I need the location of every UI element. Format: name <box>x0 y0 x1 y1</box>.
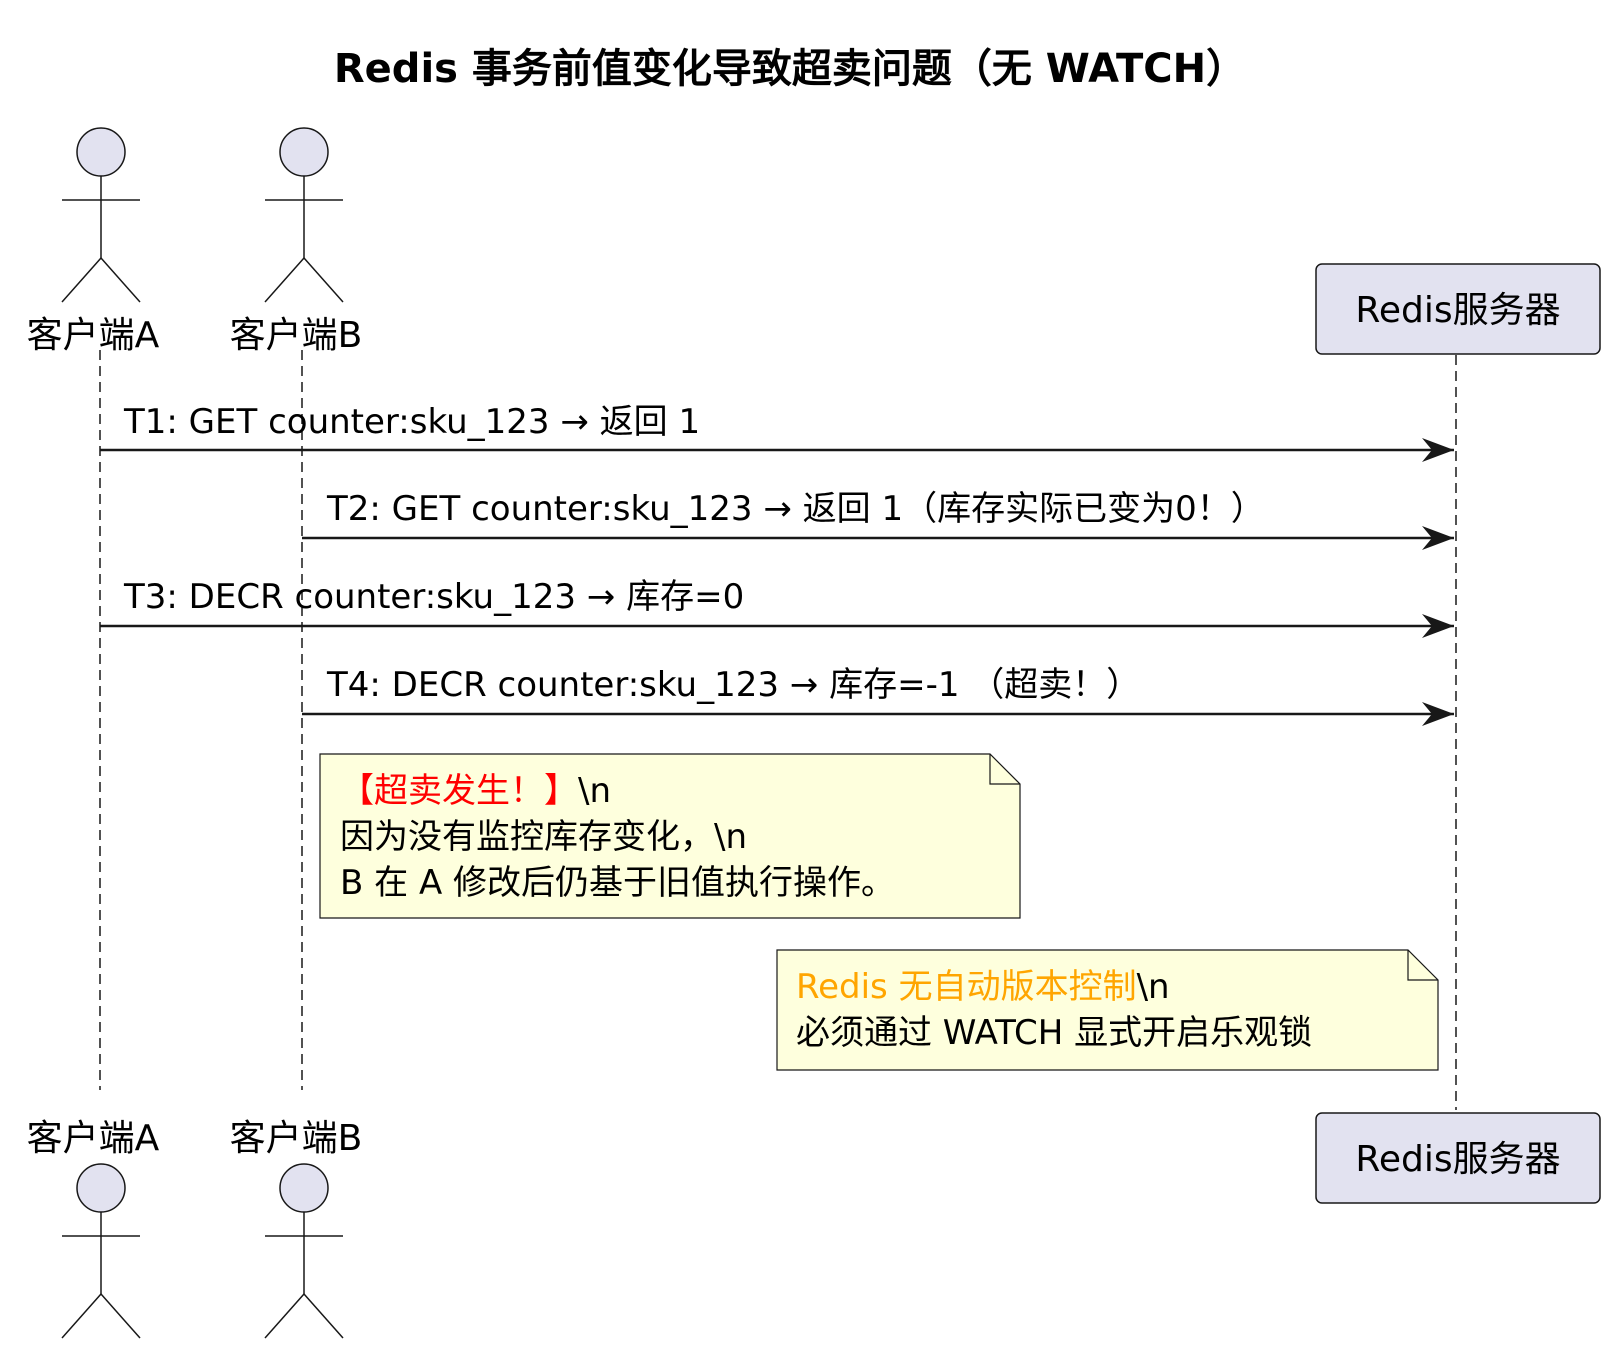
message-label: T2: GET counter:sku_123 → 返回 1（库存实际已变为0！… <box>326 489 1265 529</box>
note-watch: Redis 无自动版本控制\n 必须通过 WATCH 显式开启乐观锁 <box>776 949 1439 1071</box>
actor-client-b-bottom: 客户端B <box>230 1118 363 1339</box>
message-t4: T4: DECR counter:sku_123 → 库存=-1 （超卖！） <box>302 665 1454 726</box>
note-box <box>776 949 1439 1071</box>
stick-figure-icon <box>264 127 344 303</box>
note-line-1: Redis 无自动版本控制\n <box>796 967 1170 1007</box>
message-label: T3: DECR counter:sku_123 → 库存=0 <box>123 577 744 617</box>
message-t3: T3: DECR counter:sku_123 → 库存=0 <box>100 577 1454 638</box>
participant-label-redis: Redis服务器 <box>1355 1139 1560 1180</box>
stick-figure-icon <box>264 1163 344 1339</box>
stick-figure-icon <box>61 127 141 303</box>
diagram-title: Redis 事务前值变化导致超卖问题（无 WATCH） <box>334 46 1246 92</box>
note-fold <box>989 754 1020 785</box>
note-line-2: 必须通过 WATCH 显式开启乐观锁 <box>796 1013 1312 1053</box>
lifelines <box>99 350 1457 1110</box>
actor-client-a-bottom: 客户端A <box>27 1118 160 1339</box>
message-label: T4: DECR counter:sku_123 → 库存=-1 （超卖！） <box>326 665 1140 705</box>
actor-client-a-top: 客户端A <box>27 127 160 356</box>
message-t2: T2: GET counter:sku_123 → 返回 1（库存实际已变为0！… <box>302 489 1454 550</box>
participant-box <box>1315 1112 1601 1204</box>
actor-label-client-b: 客户端B <box>230 315 363 356</box>
note-line-1: 【超卖发生！】\n <box>340 771 611 811</box>
actor-label-client-a: 客户端A <box>27 1118 160 1159</box>
note-oversell: 【超卖发生！】\n 因为没有监控库存变化，\n B 在 A 修改后仍基于旧值执行… <box>319 753 1021 919</box>
message-label: T1: GET counter:sku_123 → 返回 1 <box>123 402 700 442</box>
note-fold <box>1407 950 1438 981</box>
note-line-1-tail: \n <box>578 771 611 811</box>
note-highlight: 【超卖发生！】 <box>340 771 578 811</box>
note-box <box>319 753 1021 919</box>
stick-figure-icon <box>61 1163 141 1339</box>
actor-label-client-a: 客户端A <box>27 315 160 356</box>
note-line-1-tail: \n <box>1137 967 1170 1007</box>
participant-label-redis: Redis服务器 <box>1355 290 1560 331</box>
participant-redis-top: Redis服务器 <box>1315 263 1601 355</box>
message-t1: T1: GET counter:sku_123 → 返回 1 <box>100 402 1454 462</box>
note-highlight: Redis 无自动版本控制 <box>796 967 1137 1007</box>
participant-box <box>1315 263 1601 355</box>
actor-label-client-b: 客户端B <box>230 1118 363 1159</box>
actor-client-b-top: 客户端B <box>230 127 363 356</box>
note-line-3: B 在 A 修改后仍基于旧值执行操作。 <box>340 863 895 903</box>
note-line-2: 因为没有监控库存变化，\n <box>340 817 747 857</box>
participant-redis-bottom: Redis服务器 <box>1315 1112 1601 1204</box>
